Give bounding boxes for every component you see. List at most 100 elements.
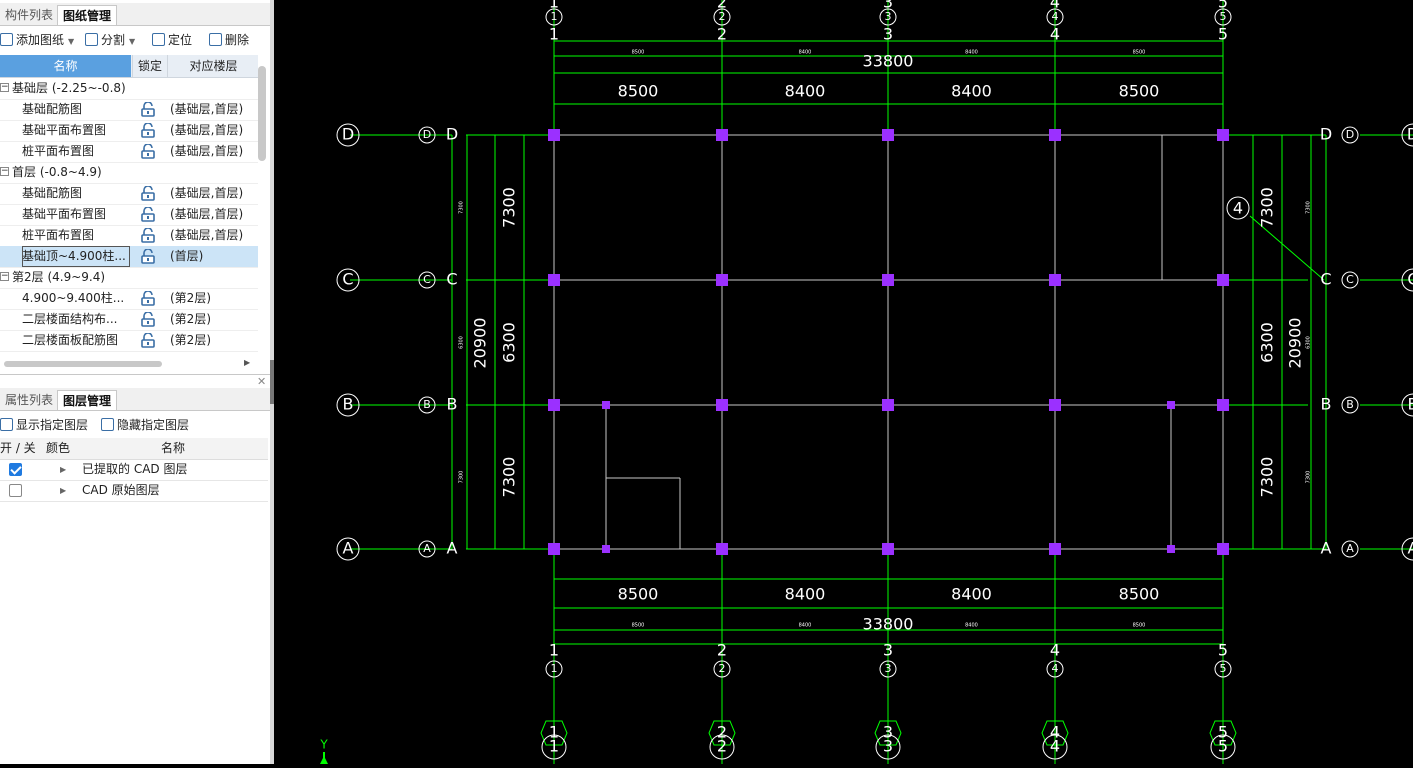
layer-toggle-checkbox[interactable] <box>9 484 22 497</box>
unlock-icon[interactable] <box>140 249 156 264</box>
column-marker <box>548 399 560 411</box>
axis-bubble <box>1401 393 1413 417</box>
dimension-text-small: 7300 <box>1306 201 1312 214</box>
unlock-icon[interactable] <box>140 291 156 306</box>
dimension-text: 8500 <box>618 82 659 101</box>
split-button[interactable]: 分割▼ <box>85 27 135 53</box>
drawing-row[interactable]: 基础配筋图(基础层,首层) <box>0 99 258 121</box>
axis-bubble <box>1209 720 1237 746</box>
axis-bubble <box>875 734 901 760</box>
column-marker <box>548 129 560 141</box>
hide-layer-button[interactable]: 隐藏指定图层 <box>101 412 189 438</box>
dimension-text-small: 7300 <box>459 201 465 214</box>
layer-toggle-checkbox[interactable] <box>9 463 22 476</box>
drawing-tabbar: 构件列表 图纸管理 <box>0 3 270 26</box>
tab-component-list[interactable]: 构件列表 <box>5 8 54 22</box>
collapse-icon[interactable]: − <box>0 166 9 176</box>
vertical-scrollbar[interactable] <box>258 66 266 161</box>
collapse-icon[interactable]: − <box>0 271 9 281</box>
collapse-icon[interactable]: − <box>0 82 9 92</box>
column-header-lock[interactable]: 锁定 <box>132 55 167 77</box>
drawing-row[interactable]: 二层楼面结构布...(第2层) <box>0 309 258 331</box>
axis-bubble <box>540 720 568 746</box>
floor-group-row[interactable]: −首层 (-0.8~4.9) <box>0 162 258 184</box>
unlock-icon[interactable] <box>140 186 156 201</box>
add-drawing-button[interactable]: 添加图纸▼ <box>0 27 74 53</box>
dimension-text-small: 7300 <box>1306 471 1312 484</box>
horizontal-scrollbar[interactable] <box>4 361 162 367</box>
unlock-icon[interactable] <box>140 102 156 117</box>
dimension-text: 8500 <box>1119 82 1160 101</box>
drawing-row[interactable]: 基础平面布置图(基础层,首层) <box>0 120 258 142</box>
drawing-row[interactable]: 桩平面布置图(基础层,首层) <box>0 141 258 163</box>
column-header-layer-name[interactable]: 名称 <box>160 441 185 455</box>
axis-bubble <box>709 734 735 760</box>
column-marker <box>716 274 728 286</box>
floor-group-row[interactable]: −第2层 (4.9~9.4) <box>0 267 258 289</box>
axis-bubble-small <box>1214 8 1232 26</box>
layer-row[interactable]: ▶CAD 原始图层 <box>0 480 268 502</box>
column-header-name[interactable]: 名称 <box>0 55 131 77</box>
panel-splitter[interactable] <box>270 0 274 764</box>
axis-number-label: 4 <box>1050 641 1060 660</box>
unlock-icon[interactable] <box>140 207 156 222</box>
column-header-floor[interactable]: 对应楼层 <box>167 55 259 77</box>
floor-group-row[interactable]: −基础层 (-2.25~-0.8) <box>0 78 258 100</box>
dimension-text-small: 8500 <box>1133 623 1146 629</box>
drawing-name: 基础顶~4.900柱... <box>22 246 130 267</box>
axis-bubble <box>336 393 360 417</box>
axis-letter-label: D <box>1346 128 1354 141</box>
drawing-row[interactable]: 基础顶~4.900柱... (首层) <box>0 246 258 268</box>
leader-line <box>1249 215 1325 281</box>
tab-layer-management[interactable]: 图层管理 <box>57 390 118 410</box>
drawing-name: 桩平面布置图 <box>22 228 95 242</box>
axis-letter-label: B <box>423 398 431 411</box>
drawing-row[interactable]: 4.900~9.400柱...(第2层) <box>0 288 258 310</box>
drawing-floor: (首层) <box>170 249 204 263</box>
axis-bubble-small <box>418 271 436 289</box>
drawing-row[interactable]: 桩平面布置图 (基础层,首层) <box>0 225 258 247</box>
axis-number-label: 3 <box>883 723 893 742</box>
unlock-icon[interactable] <box>140 333 156 348</box>
drawing-floor: (第2层) <box>170 291 211 305</box>
column-marker <box>1167 545 1175 553</box>
trash-icon <box>209 33 222 46</box>
splitter-handle[interactable] <box>270 360 274 404</box>
expand-arrow-icon[interactable]: ▶ <box>60 465 67 474</box>
expand-arrow-icon[interactable]: ▶ <box>60 486 67 495</box>
drawing-floor: (基础层,首层) <box>170 228 244 242</box>
axis-bubble <box>336 268 360 292</box>
locate-button[interactable]: 定位 <box>152 27 192 53</box>
column-marker <box>548 274 560 286</box>
unlock-icon[interactable] <box>140 123 156 138</box>
unlock-icon[interactable] <box>140 312 156 327</box>
unlock-icon[interactable] <box>140 144 156 159</box>
drawing-row[interactable]: 基础平面布置图(基础层,首层) <box>0 204 258 226</box>
axis-number-label: 3 <box>885 662 892 675</box>
left-panel: 构件列表 图纸管理 添加图纸▼ 分割▼ 定位 删除 名称 锁定 对应楼层 −基础… <box>0 0 270 764</box>
axis-number-label: 4 <box>1050 723 1060 742</box>
locate-icon <box>152 33 165 46</box>
drawing-row[interactable]: 基础配筋图(基础层,首层) <box>0 183 258 205</box>
axis-letter-label: A <box>1408 539 1413 558</box>
scroll-right-icon[interactable]: ▶ <box>244 358 251 367</box>
delete-button[interactable]: 删除 <box>209 27 249 53</box>
column-header-toggle[interactable]: 开 / 关 <box>0 441 36 455</box>
close-icon[interactable]: ✕ <box>257 375 267 388</box>
unlock-icon[interactable] <box>140 228 156 243</box>
axis-number-label: 5 <box>1218 641 1228 660</box>
drawing-name: 桩平面布置图 <box>22 144 95 158</box>
show-layer-button[interactable]: 显示指定图层 <box>0 412 88 438</box>
dimension-text: 6300 <box>1258 322 1277 363</box>
tab-property-list[interactable]: 属性列表 <box>5 393 54 407</box>
drawing-row[interactable]: 二层楼面板配筋图(第2层) <box>0 330 258 352</box>
column-header-color[interactable]: 颜色 <box>46 441 71 455</box>
axis-number-label: 2 <box>717 641 727 660</box>
tab-drawing-management[interactable]: 图纸管理 <box>57 5 118 25</box>
layer-row[interactable]: ▶已提取的 CAD 图层 <box>0 459 268 481</box>
axis-bubble-small <box>1341 540 1359 558</box>
dimension-text-small: 8500 <box>1133 50 1146 56</box>
axis-letter-label: D <box>342 125 354 144</box>
